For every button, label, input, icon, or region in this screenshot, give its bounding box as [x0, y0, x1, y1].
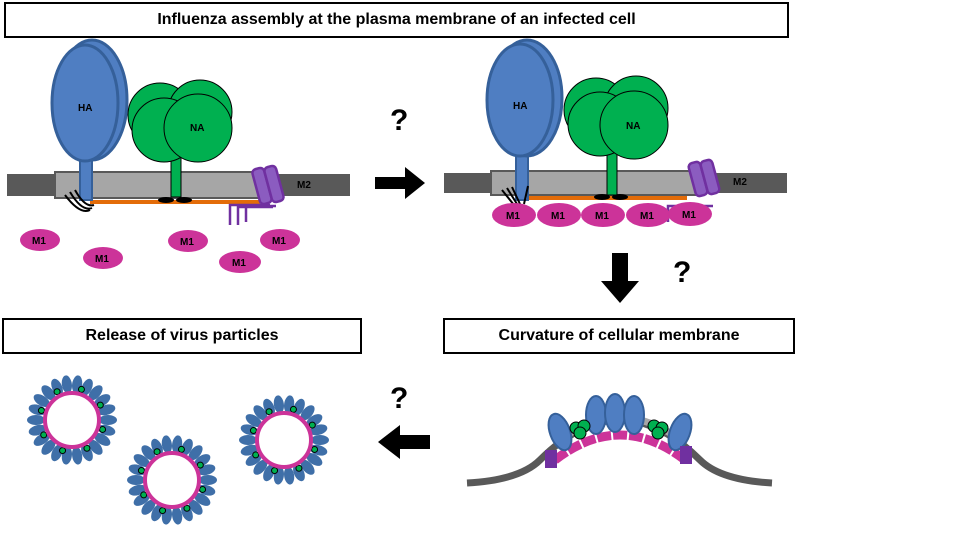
question-mark-2: ? [673, 256, 692, 289]
title-curvature: Curvature of cellular membrane [443, 318, 795, 354]
svg-text:HA: HA [78, 103, 92, 114]
svg-text:M1: M1 [272, 236, 286, 247]
ha-protein: HA [50, 38, 129, 212]
svg-text:M1: M1 [551, 211, 565, 222]
question-mark-1: ? [390, 104, 409, 137]
svg-text:M1: M1 [95, 254, 109, 265]
svg-text:NA: NA [626, 121, 640, 132]
title-assembly: Influenza assembly at the plasma membran… [4, 2, 789, 38]
virus-particle [127, 435, 217, 525]
svg-text:M1: M1 [32, 236, 46, 247]
virus-particles [27, 375, 329, 525]
question-mark-3: ? [390, 382, 409, 415]
svg-text:M2: M2 [297, 180, 311, 191]
svg-text:NA: NA [190, 123, 204, 134]
curved-na-proteins [569, 419, 669, 440]
m1-free: M1 M1 M1 M1 M1 [20, 229, 300, 273]
m2-protein [228, 164, 285, 225]
m2-protein-2 [666, 158, 721, 222]
svg-text:M1: M1 [595, 211, 609, 222]
arrow-down [601, 253, 639, 303]
na-protein: NA [127, 79, 233, 203]
svg-text:M1: M1 [232, 258, 246, 269]
svg-text:M1: M1 [180, 237, 194, 248]
arrow-right [375, 167, 425, 199]
svg-text:M1: M1 [506, 211, 520, 222]
svg-text:M1: M1 [640, 211, 654, 222]
virus-particle [239, 395, 329, 485]
title-release: Release of virus particles [2, 318, 362, 354]
curved-ha-proteins [547, 393, 693, 452]
svg-text:HA: HA [513, 101, 527, 112]
virus-particle [27, 375, 117, 465]
ha-protein-2: HA [485, 38, 564, 206]
m1-layer: M1 M1 M1 M1 M1 [492, 202, 712, 227]
curved-m2-proteins [545, 446, 692, 468]
arrow-left [378, 425, 430, 459]
matrix-line [90, 200, 260, 204]
svg-text:M2: M2 [733, 177, 747, 188]
na-protein-2: NA [563, 75, 669, 200]
svg-text:M1: M1 [682, 210, 696, 221]
